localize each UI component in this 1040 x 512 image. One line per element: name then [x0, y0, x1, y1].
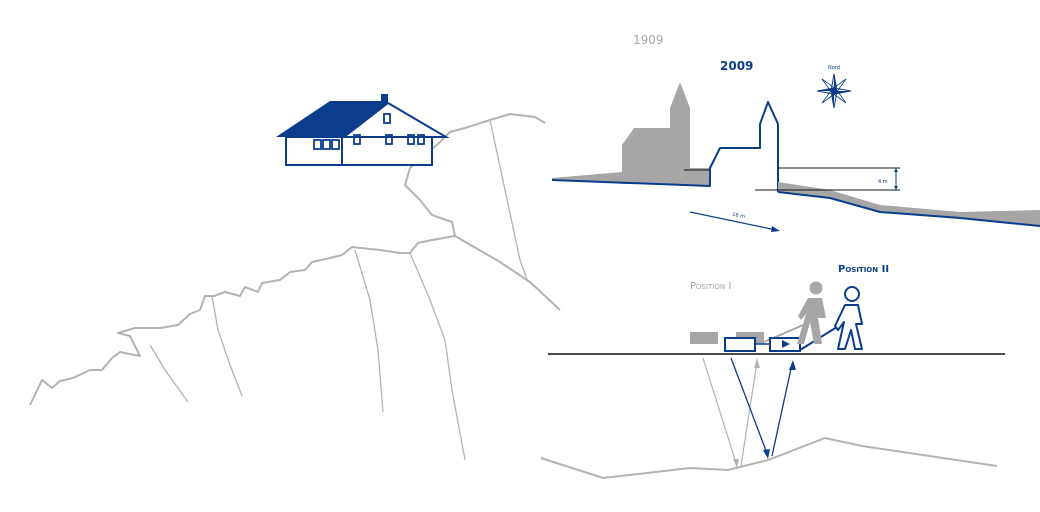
- rock-crack: [409, 252, 466, 461]
- church-2009-outline: [551, 101, 779, 192]
- rock-crack: [211, 295, 243, 397]
- wave-path-blue-down: [730, 357, 769, 457]
- distance-arrow-head: [771, 226, 780, 232]
- house-icon: [276, 94, 450, 166]
- position-2-label: Position II: [838, 264, 889, 275]
- rock-crack: [489, 119, 529, 283]
- wave-arrow-blue: [789, 360, 796, 370]
- rock-crack: [354, 249, 384, 413]
- ground-right-grey: [778, 182, 1040, 226]
- year-2009-label: 2009: [720, 59, 753, 73]
- height-arrow-head-up: [894, 168, 898, 172]
- compass-rose-icon: Nord: [816, 65, 852, 109]
- distance-label: 16 m: [732, 212, 746, 221]
- wave-arrow-grey: [733, 459, 739, 468]
- church-comparison: 1909 2009 4 m 16 m Nord: [551, 33, 1040, 232]
- wave-path-grey-down: [702, 357, 738, 467]
- ground-1909: [552, 170, 710, 186]
- cliff-scene: [29, 113, 561, 461]
- cliff-outline: [29, 113, 546, 406]
- compass-label: Nord: [828, 65, 840, 71]
- year-1909-label: 1909: [633, 33, 664, 47]
- church-1909-shape: [622, 82, 710, 184]
- position-1-label: Position I: [690, 281, 731, 292]
- person-blue-icon: [834, 286, 863, 350]
- wave-arrow-grey: [754, 358, 760, 368]
- cliff-edge-right: [454, 235, 561, 311]
- distance-arrow: [689, 211, 777, 231]
- rock-crack: [149, 344, 189, 403]
- wave-path-grey-up: [740, 361, 758, 467]
- wave-arrow-blue: [763, 449, 770, 459]
- person-grey-icon: [797, 281, 826, 344]
- subsurface-layer: [540, 436, 998, 480]
- height-arrow-head-down: [894, 186, 898, 190]
- ground-right-2009: [777, 191, 1040, 227]
- radar-diagram: Position I Position II: [540, 264, 1005, 480]
- wave-path-blue-up: [771, 363, 793, 457]
- height-label: 4 m: [878, 179, 888, 185]
